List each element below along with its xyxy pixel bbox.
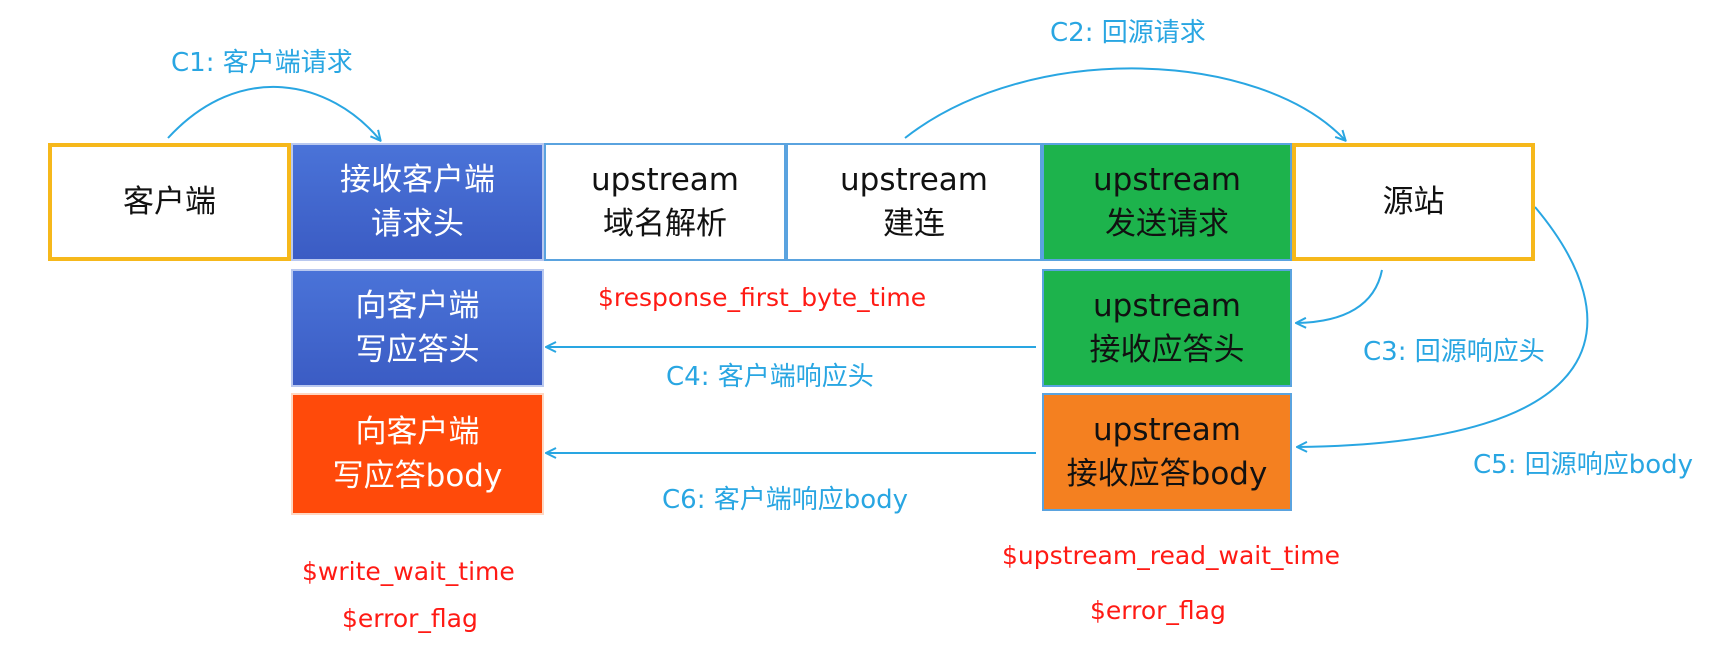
origin-label: 源站 (1382, 184, 1445, 220)
upstream-connect-box: upstream 建连 (786, 143, 1042, 261)
upstream-recv-body-box: upstream 接收应答body (1042, 393, 1292, 511)
write-header-line2: 写应答头 (355, 332, 480, 368)
upstream-recv-header-box: upstream 接收应答头 (1042, 269, 1292, 387)
write-header-box: 向客户端 写应答头 (291, 269, 544, 387)
upstream-read-wait-time-label: $upstream_read_wait_time (1002, 541, 1341, 570)
recv-resp-header-line1: upstream (1093, 288, 1241, 324)
c5-label: C5: 回源响应body (1473, 450, 1694, 480)
upstream-send-request-box: upstream 发送请求 (1042, 143, 1292, 261)
c6-label: C6: 客户端响应body (662, 485, 909, 515)
arrow-c5 (1298, 206, 1589, 447)
connect-line2: 建连 (883, 206, 945, 242)
recv-resp-body-line2: 接收应答body (1066, 456, 1268, 492)
arrow-c3 (1297, 269, 1383, 323)
recv-header-line2: 请求头 (371, 206, 464, 242)
recv-header-line1: 接收客户端 (340, 162, 495, 198)
write-wait-time-label: $write_wait_time (302, 557, 515, 586)
write-body-box: 向客户端 写应答body (291, 393, 544, 515)
connect-line1: upstream (840, 162, 988, 198)
arrow-c2 (904, 67, 1345, 140)
c2-label: C2: 回源请求 (1050, 18, 1206, 48)
recv-client-header-box: 接收客户端 请求头 (291, 143, 544, 261)
origin-box: 源站 (1292, 143, 1535, 261)
c4-label: C4: 客户端响应头 (666, 362, 874, 392)
c3-label: C3: 回源响应头 (1363, 337, 1545, 367)
write-body-line2: 写应答body (332, 458, 503, 494)
recv-resp-body-line1: upstream (1093, 412, 1241, 448)
dns-line1: upstream (591, 162, 739, 198)
error-flag-right-label: $error_flag (1090, 596, 1226, 625)
send-request-line2: 发送请求 (1105, 206, 1229, 242)
c1-label: C1: 客户端请求 (171, 48, 353, 78)
arrow-c1 (167, 85, 380, 140)
response-first-byte-time-label: $response_first_byte_time (598, 283, 927, 312)
write-body-line1: 向客户端 (355, 414, 480, 450)
dns-line2: 域名解析 (603, 206, 727, 242)
client-box: 客户端 (48, 143, 291, 261)
write-header-line1: 向客户端 (355, 288, 480, 324)
upstream-dns-box: upstream 域名解析 (544, 143, 786, 261)
client-label: 客户端 (123, 184, 216, 220)
error-flag-left-label: $error_flag (342, 604, 478, 633)
recv-resp-header-line2: 接收应答头 (1089, 332, 1245, 368)
send-request-line1: upstream (1093, 162, 1241, 198)
